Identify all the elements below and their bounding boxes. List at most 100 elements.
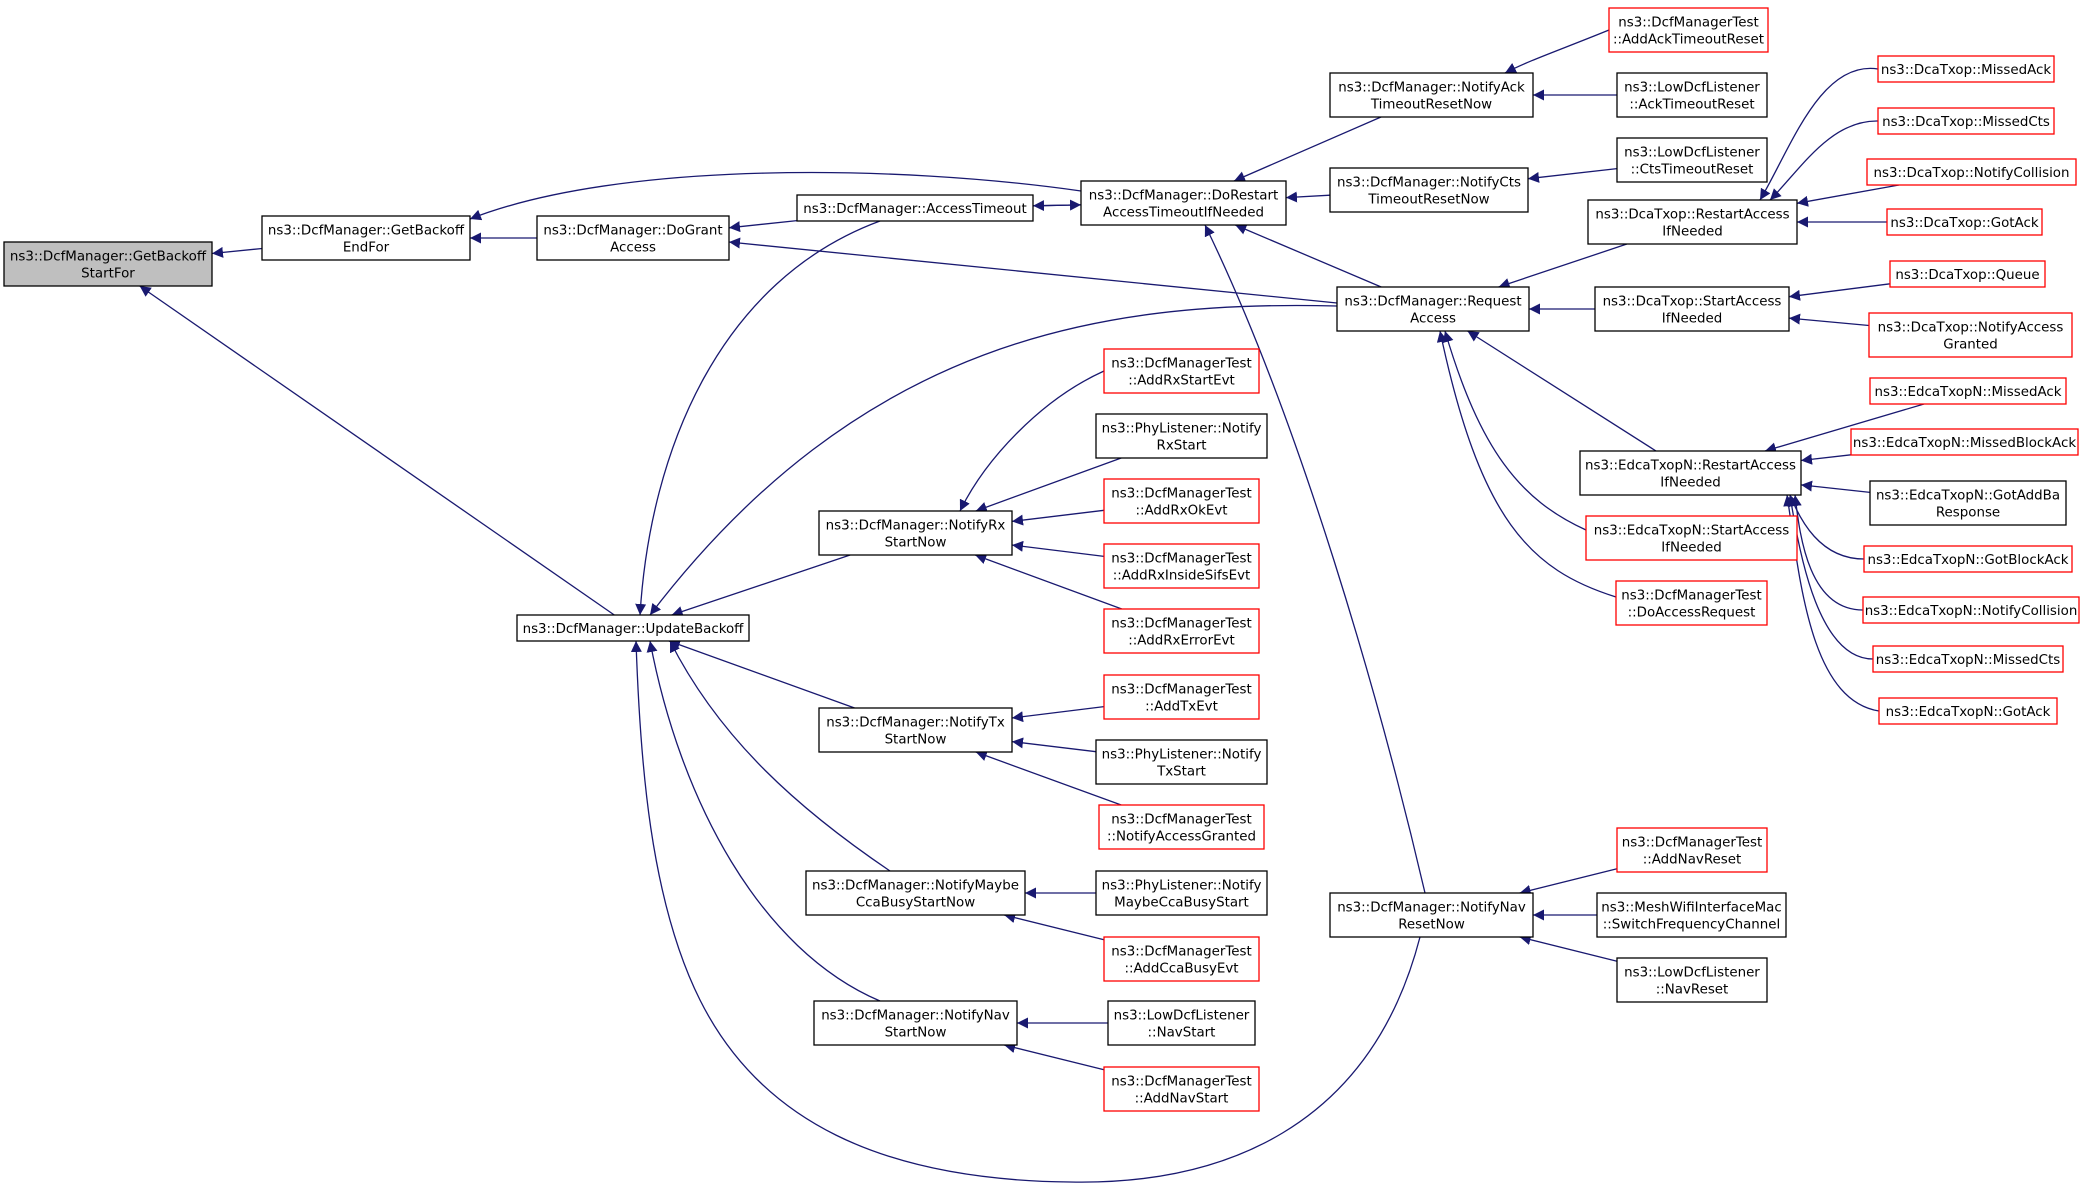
node-box[interactable]: [1103, 478, 1260, 524]
node-dcaNotifyCollision[interactable]: ns3::DcaTxop::NotifyCollision: [1866, 158, 2077, 186]
node-addCcaBusyEvt[interactable]: ns3::DcfManagerTest::AddCcaBusyEvt: [1103, 936, 1260, 982]
node-addRxOkEvt[interactable]: ns3::DcfManagerTest::AddRxOkEvt: [1103, 478, 1260, 524]
node-box[interactable]: [1107, 1000, 1256, 1046]
node-box[interactable]: [796, 194, 1034, 222]
node-lowAckTimeoutReset[interactable]: ns3::LowDcfListener::AckTimeoutReset: [1616, 72, 1768, 118]
node-phyNotifyMaybeCca[interactable]: ns3::PhyListener::NotifyMaybeCcaBusyStar…: [1095, 870, 1268, 916]
node-notifyCtsTimeout[interactable]: ns3::DcfManager::NotifyCtsTimeoutResetNo…: [1329, 167, 1529, 213]
node-box[interactable]: [1869, 377, 2067, 405]
node-box[interactable]: [1616, 137, 1768, 183]
node-box[interactable]: [1095, 413, 1268, 459]
node-box[interactable]: [818, 510, 1013, 556]
node-addRxErrorEvt[interactable]: ns3::DcfManagerTest::AddRxErrorEvt: [1103, 608, 1260, 654]
node-box[interactable]: [1878, 697, 2058, 725]
node-box[interactable]: [1862, 596, 2080, 624]
node-edcaGotBlockAck[interactable]: ns3::EdcaTxopN::GotBlockAck: [1863, 545, 2073, 573]
node-lowNavReset[interactable]: ns3::LowDcfListener::NavReset: [1616, 957, 1768, 1003]
node-accessTimeout[interactable]: ns3::DcfManager::AccessTimeout: [796, 194, 1034, 222]
node-dcaMissedCts[interactable]: ns3::DcaTxop::MissedCts: [1877, 107, 2055, 135]
node-box[interactable]: [1886, 208, 2043, 236]
node-edcaMissedBlockAck[interactable]: ns3::EdcaTxopN::MissedBlockAck: [1850, 428, 2079, 456]
node-addNavStart[interactable]: ns3::DcfManagerTest::AddNavStart: [1103, 1066, 1260, 1112]
node-edcaMissedAck[interactable]: ns3::EdcaTxopN::MissedAck: [1869, 377, 2067, 405]
node-notifyMaybeCca[interactable]: ns3::DcfManager::NotifyMaybeCcaBusyStart…: [805, 870, 1026, 916]
node-box[interactable]: [1080, 180, 1287, 226]
node-box[interactable]: [1103, 1066, 1260, 1112]
node-box[interactable]: [1329, 72, 1534, 118]
node-box[interactable]: [1103, 543, 1260, 589]
node-box[interactable]: [1329, 167, 1529, 213]
node-box[interactable]: [1098, 804, 1265, 850]
node-box[interactable]: [1869, 480, 2067, 526]
node-addRxStartEvt[interactable]: ns3::DcfManagerTest::AddRxStartEvt: [1103, 348, 1260, 394]
node-box[interactable]: [1850, 428, 2079, 456]
node-addAckTimeoutReset[interactable]: ns3::DcfManagerTest::AddAckTimeoutReset: [1608, 7, 1769, 53]
node-box[interactable]: [1095, 739, 1268, 785]
node-doRestart[interactable]: ns3::DcfManager::DoRestartAccessTimeoutI…: [1080, 180, 1287, 226]
node-box[interactable]: [1596, 892, 1787, 938]
node-doAccessRequest[interactable]: ns3::DcfManagerTest::DoAccessRequest: [1615, 580, 1768, 626]
node-box[interactable]: [1095, 870, 1268, 916]
node-box[interactable]: [1616, 72, 1768, 118]
node-box[interactable]: [1616, 827, 1768, 873]
node-addTxEvt[interactable]: ns3::DcfManagerTest::AddTxEvt: [1103, 674, 1260, 720]
node-box[interactable]: [1616, 957, 1768, 1003]
node-box[interactable]: [1594, 286, 1790, 332]
node-addNavReset[interactable]: ns3::DcfManagerTest::AddNavReset: [1616, 827, 1768, 873]
node-box[interactable]: [1329, 892, 1534, 938]
node-box[interactable]: [261, 215, 471, 261]
node-lowCtsTimeoutReset[interactable]: ns3::LowDcfListener::CtsTimeoutReset: [1616, 137, 1768, 183]
node-dcaGotAck[interactable]: ns3::DcaTxop::GotAck: [1886, 208, 2043, 236]
node-addRxInsideSifsEvt[interactable]: ns3::DcfManagerTest::AddRxInsideSifsEvt: [1103, 543, 1260, 589]
node-dcaMissedAck[interactable]: ns3::DcaTxop::MissedAck: [1877, 55, 2055, 83]
node-box[interactable]: [1866, 158, 2077, 186]
node-edcaNotifyCollision[interactable]: ns3::EdcaTxopN::NotifyCollision: [1862, 596, 2080, 624]
node-dcaQueue[interactable]: ns3::DcaTxop::Queue: [1889, 260, 2046, 288]
node-dcaNotifyAccessGranted[interactable]: ns3::DcaTxop::NotifyAccessGranted: [1868, 312, 2073, 358]
node-box[interactable]: [1877, 55, 2055, 83]
node-box[interactable]: [3, 241, 213, 287]
node-box[interactable]: [536, 215, 730, 261]
node-box[interactable]: [1872, 645, 2064, 673]
node-lowNavStart[interactable]: ns3::LowDcfListener::NavStart: [1107, 1000, 1256, 1046]
node-box[interactable]: [1587, 199, 1798, 245]
node-box[interactable]: [516, 614, 750, 642]
node-edcaGotAck[interactable]: ns3::EdcaTxopN::GotAck: [1878, 697, 2058, 725]
node-notifyAckTimeout[interactable]: ns3::DcfManager::NotifyAckTimeoutResetNo…: [1329, 72, 1534, 118]
node-box[interactable]: [1336, 286, 1530, 332]
node-box[interactable]: [1863, 545, 2073, 573]
node-box[interactable]: [813, 1000, 1018, 1046]
node-box[interactable]: [1103, 936, 1260, 982]
node-box[interactable]: [1103, 348, 1260, 394]
node-box[interactable]: [805, 870, 1026, 916]
node-box[interactable]: [1615, 580, 1768, 626]
node-edcaMissedCts[interactable]: ns3::EdcaTxopN::MissedCts: [1872, 645, 2064, 673]
node-testNotifyAccessGranted[interactable]: ns3::DcfManagerTest::NotifyAccessGranted: [1098, 804, 1265, 850]
node-box[interactable]: [1608, 7, 1769, 53]
node-meshSwitchFreq[interactable]: ns3::MeshWifiInterfaceMac::SwitchFrequen…: [1596, 892, 1787, 938]
node-box[interactable]: [1103, 608, 1260, 654]
node-box[interactable]: [818, 707, 1013, 753]
node-updateBackoff[interactable]: ns3::DcfManager::UpdateBackoff: [516, 614, 750, 642]
node-box[interactable]: [1579, 450, 1802, 496]
node-box[interactable]: [1103, 674, 1260, 720]
node-box[interactable]: [1868, 312, 2073, 358]
node-box[interactable]: [1585, 515, 1798, 561]
node-box[interactable]: [1877, 107, 2055, 135]
node-box[interactable]: [1889, 260, 2046, 288]
